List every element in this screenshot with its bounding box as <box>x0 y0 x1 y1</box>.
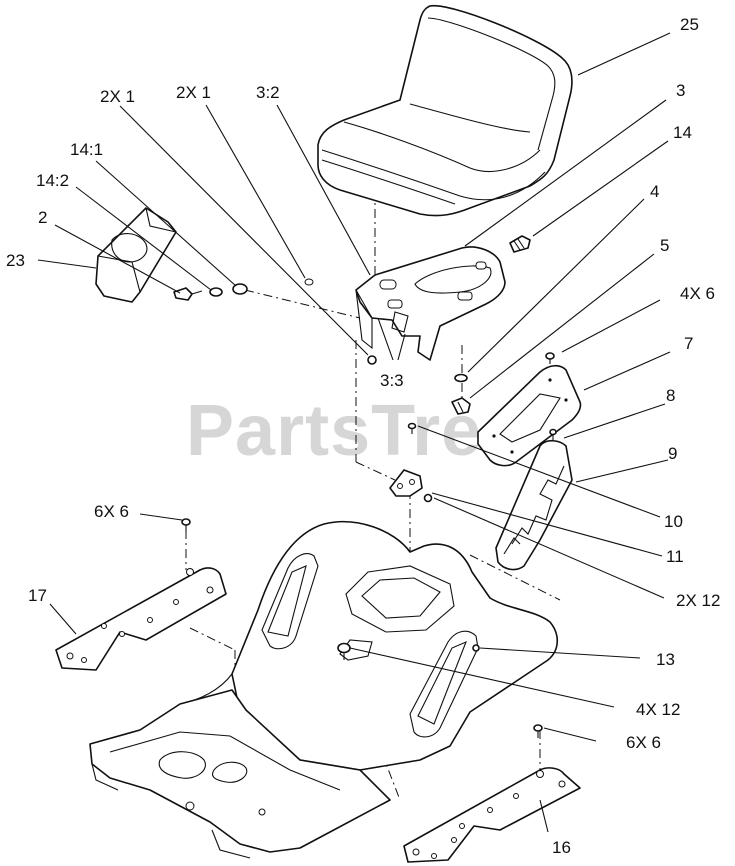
callout-3-3: 3:3 <box>380 371 404 390</box>
nut-part-11 <box>423 493 433 503</box>
callout-4x6: 4X 6 <box>680 284 715 303</box>
callout-14-2: 14:2 <box>36 171 69 190</box>
callout-6x6-right: 6X 6 <box>626 733 661 752</box>
floor-pan <box>89 689 391 859</box>
callout-10: 10 <box>664 512 683 531</box>
washer-part-4 <box>454 373 468 383</box>
callout-6x6-left: 6X 6 <box>94 502 129 521</box>
seat-part-25 <box>317 4 573 217</box>
washer-part-14-2 <box>209 287 223 297</box>
nut-part-1 <box>367 355 377 365</box>
clip-part-5 <box>451 397 471 415</box>
callout-23: 23 <box>6 251 25 270</box>
screw-part-1 <box>304 278 314 286</box>
seat-pan-part-3 <box>355 246 506 361</box>
watermark-text: PartsTree <box>186 391 523 471</box>
knob-part-14 <box>509 235 531 253</box>
footrest-part-16 <box>403 767 581 863</box>
callout-4x12: 4X 12 <box>636 700 680 719</box>
callout-17: 17 <box>28 586 47 605</box>
callout-11: 11 <box>666 547 684 566</box>
callout-4: 4 <box>650 182 659 201</box>
callout-16: 16 <box>552 838 571 857</box>
callout-7: 7 <box>684 334 693 353</box>
bolt-part-2 <box>173 287 203 301</box>
screw-part-6-right <box>533 724 543 738</box>
callout-3-2: 3:2 <box>256 83 280 102</box>
washer-part-14-1 <box>232 283 248 295</box>
screw-part-6-upper <box>545 352 555 364</box>
callout-14-1: 14:1 <box>70 140 103 159</box>
cover-part-9 <box>495 439 573 571</box>
callout-2x1-right: 2X 1 <box>176 83 211 102</box>
nut-part-13 <box>472 644 480 652</box>
callout-13: 13 <box>656 650 675 669</box>
callout-3: 3 <box>676 81 685 100</box>
callout-5: 5 <box>660 236 669 255</box>
plate-part-7 <box>477 364 582 467</box>
callout-25: 25 <box>680 15 699 34</box>
leader-lines <box>37 32 671 833</box>
hinge-part-10 <box>389 469 423 497</box>
callout-2x12: 2X 12 <box>676 591 720 610</box>
callout-14: 14 <box>673 123 692 142</box>
callout-labels: 25 3 14 4 5 4X 6 7 8 9 10 11 2X 12 13 4X… <box>6 15 720 857</box>
callout-9: 9 <box>668 444 677 463</box>
screw-part-6-left <box>181 518 191 532</box>
footrest-part-17 <box>55 567 227 671</box>
callout-2: 2 <box>38 208 47 227</box>
callout-8: 8 <box>666 386 675 405</box>
callout-2x1-left: 2X 1 <box>100 87 135 106</box>
screw-part-10 <box>407 422 417 434</box>
